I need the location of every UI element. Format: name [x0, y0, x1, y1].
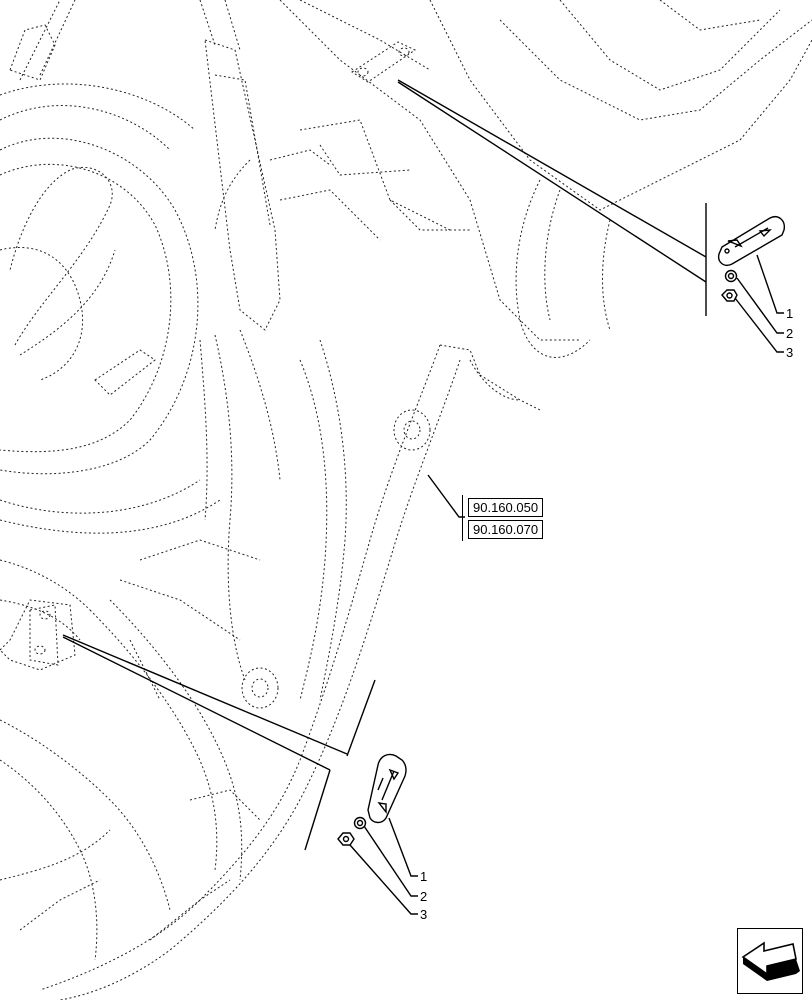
- callout-label-1: 1: [420, 869, 427, 884]
- upper-plate-part[interactable]: [717, 216, 785, 266]
- label-leader: [756, 254, 784, 314]
- label-leader: [734, 297, 784, 353]
- previous-page-button[interactable]: [737, 928, 803, 994]
- callout-label-1: 1: [786, 306, 793, 321]
- label-leader: [736, 277, 784, 334]
- lower-plate-part[interactable]: [367, 753, 407, 824]
- lower-callout-group: 1 2 3: [62, 634, 427, 922]
- callout-label-2: 2: [420, 889, 427, 904]
- previous-page-arrow-icon: [741, 941, 800, 981]
- leader-line: [62, 634, 348, 755]
- callout-label-3: 3: [420, 907, 427, 922]
- upper-nut-part[interactable]: [721, 289, 738, 302]
- leader-line: [62, 636, 331, 771]
- upper-washer-part[interactable]: [724, 269, 738, 283]
- lower-washer-part[interactable]: [353, 816, 367, 830]
- callout-label-3: 3: [786, 345, 793, 360]
- label-leader: [388, 817, 418, 877]
- leader-line: [397, 81, 707, 283]
- reference-link-90-160-050[interactable]: 90.160.050: [468, 498, 544, 517]
- callout-bracket: [346, 679, 376, 757]
- callout-bracket: [304, 769, 331, 851]
- label-leader: [363, 825, 418, 897]
- reference-leader-line: [427, 474, 465, 518]
- label-leader: [349, 844, 418, 915]
- reference-bracket: [462, 495, 467, 541]
- upper-callout-group: 1 2 3: [397, 79, 793, 360]
- reference-link-90-160-070[interactable]: 90.160.070: [468, 520, 544, 539]
- callout-label-2: 2: [786, 326, 793, 341]
- leader-line: [397, 79, 707, 258]
- lower-nut-part[interactable]: [337, 832, 355, 846]
